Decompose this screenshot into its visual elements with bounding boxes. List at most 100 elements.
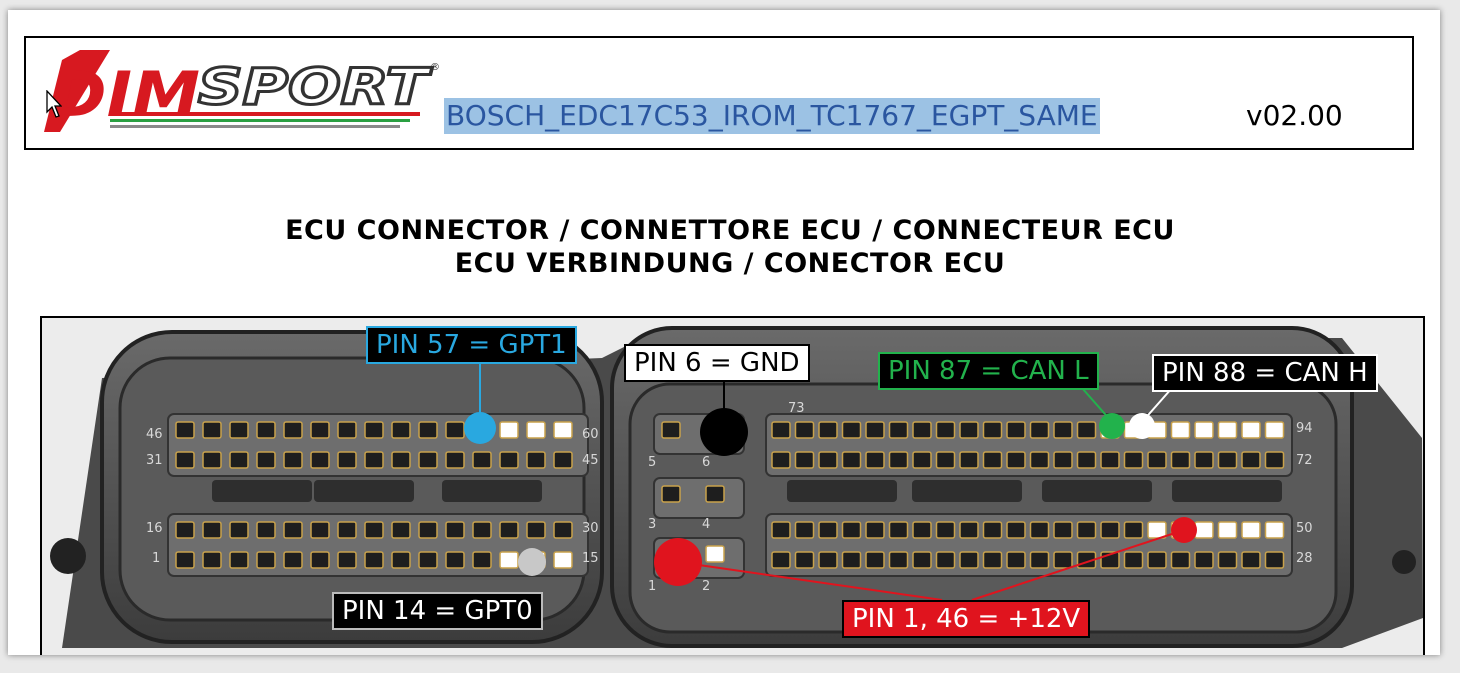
connector-pin: [553, 451, 573, 469]
connector-pin: [1147, 451, 1167, 469]
pin-6-marker: [700, 408, 748, 456]
connector-pin-number: 5: [648, 455, 656, 470]
connector-pin: [229, 451, 249, 469]
connector-pin: [1264, 521, 1285, 539]
connector-pin: [310, 421, 330, 439]
connector-pin: [418, 551, 438, 569]
connector-pin: [526, 451, 546, 469]
connector-pin-number: 31: [146, 453, 163, 468]
document-id[interactable]: BOSCH_EDC17C53_IROM_TC1767_EGPT_SAME: [444, 98, 1100, 134]
connector-pin: [982, 521, 1003, 539]
connector-pin: [175, 521, 195, 539]
pin-1-marker: [654, 538, 702, 586]
connector-pin: [1241, 421, 1261, 439]
connector-pin: [912, 421, 932, 439]
connector-pin: [841, 551, 862, 569]
connector-pin: [865, 521, 885, 539]
pin-label-can-h: PIN 88 = CAN H: [1152, 354, 1378, 392]
connector-pin: [391, 521, 411, 539]
connector-pin: [771, 451, 791, 469]
connector-pin: [472, 521, 492, 539]
connector-pin: [888, 451, 909, 469]
document-page: DIM SPORT ® BOSCH_EDC17C53_IROM_TC1767_E…: [8, 10, 1440, 655]
connector-pin: [1264, 551, 1285, 569]
connector-pin: [865, 421, 885, 439]
connector-pin: [472, 451, 492, 469]
connector-pin: [865, 551, 885, 569]
connector-pin: [841, 451, 862, 469]
connector-pin: [364, 421, 384, 439]
latch-bar: [442, 480, 542, 502]
connector-pin: [337, 421, 357, 439]
connector-pin: [1029, 451, 1050, 469]
svg-text:®: ®: [430, 62, 440, 73]
connector-pin: [1241, 551, 1261, 569]
connector-pin: [1076, 421, 1097, 439]
connector-pin-number: 50: [1296, 521, 1313, 536]
connector-title-line-2: ECU VERBINDUNG / CONECTOR ECU: [454, 248, 1006, 279]
pin-87-marker: [1099, 413, 1125, 439]
connector-pin: [283, 421, 303, 439]
connector-pin-number: 1: [152, 551, 160, 566]
connector-pin: [818, 551, 838, 569]
connector-pin: [1076, 521, 1097, 539]
connector-pin-number: 94: [1296, 421, 1313, 436]
connector-pin-number: 1: [648, 579, 656, 594]
connector-pin: [445, 421, 465, 439]
latch-bar: [912, 480, 1022, 502]
logo-text-dim: DIM: [50, 58, 200, 131]
connector-pin: [337, 521, 357, 539]
connector-pin: [202, 451, 222, 469]
connector-pin: [472, 551, 492, 569]
connector-pin-number: 46: [146, 427, 163, 442]
connector-pin: [445, 451, 465, 469]
connector-pin: [310, 551, 330, 569]
connector-pin: [256, 451, 276, 469]
connector-pin: [935, 551, 956, 569]
connector-pin: [794, 451, 815, 469]
connector-pin: [771, 521, 791, 539]
connector-pin: [1100, 451, 1120, 469]
connector-pin: [256, 421, 276, 439]
connector-pin: [771, 421, 791, 439]
connector-pin: [202, 521, 222, 539]
connector-pin: [1194, 421, 1214, 439]
connector-pin: [256, 521, 276, 539]
connector-pin-number: 30: [582, 521, 599, 536]
connector-pin-number: 73: [788, 401, 805, 416]
connector-pin: [959, 421, 979, 439]
connector-pin: [794, 421, 815, 439]
connector-pin: [283, 451, 303, 469]
latch-bar: [314, 480, 414, 502]
connector-pin: [256, 551, 276, 569]
connector-pin: [1006, 451, 1026, 469]
connector-pin: [888, 421, 909, 439]
connector-pin: [818, 451, 838, 469]
connector-pin: [1217, 551, 1238, 569]
connector-pin-number: 2: [702, 579, 710, 594]
pin-14-marker: [518, 548, 546, 576]
connector-pin-number: 28: [1296, 551, 1313, 566]
connector-pin: [391, 451, 411, 469]
connector-pin: [391, 421, 411, 439]
connector-pin: [661, 421, 681, 439]
connector-pin-number: 15: [582, 551, 599, 566]
connector-pin: [1123, 521, 1144, 539]
connector-pin: [418, 521, 438, 539]
connector-pin: [1147, 551, 1167, 569]
connector-pin: [935, 451, 956, 469]
pin-57-marker: [464, 412, 496, 444]
connector-pin: [418, 451, 438, 469]
connector-pin: [982, 551, 1003, 569]
connector-pin: [526, 421, 546, 439]
connector-pin: [1217, 521, 1238, 539]
connector-pin-number: 16: [146, 521, 163, 536]
connector-pin: [1170, 551, 1191, 569]
connector-pin-number: 72: [1296, 453, 1313, 468]
connector-pin-number: 4: [702, 517, 710, 532]
connector-pin: [705, 485, 725, 503]
connector-pin-number: 45: [582, 453, 599, 468]
pin-grid: [167, 413, 1293, 579]
